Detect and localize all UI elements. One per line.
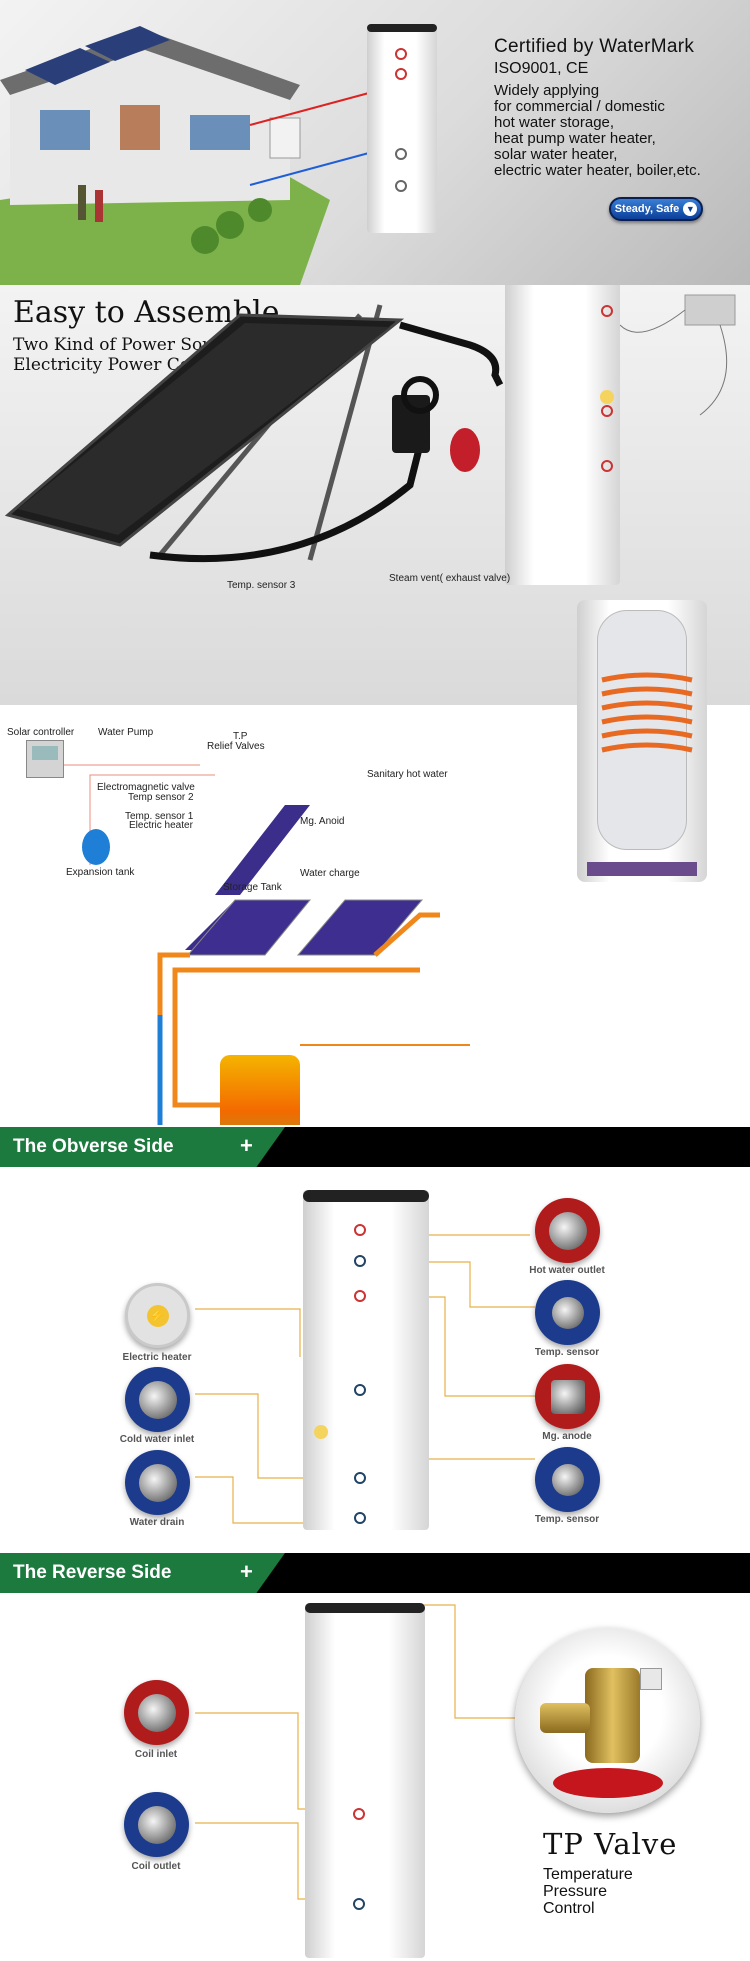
tp-line-2: Pressure <box>543 1883 608 1900</box>
label-storage-tank: Storage Tank <box>223 882 282 893</box>
expand-obverse-button[interactable]: + <box>240 1133 253 1158</box>
steady-safe-label: Steady, Safe <box>614 203 680 215</box>
coil-outlet-fitting <box>124 1792 189 1857</box>
tp-line-1: Temperature <box>543 1866 633 1883</box>
label-temp-sensor-2: Temp. sensor <box>534 1514 600 1525</box>
hero-section: Certified by WaterMark ISO9001, CE Widel… <box>0 0 750 285</box>
expand-reverse-button[interactable]: + <box>240 1559 253 1584</box>
cutaway-tank-image <box>577 600 707 882</box>
hero-line-3: hot water storage, <box>494 114 615 131</box>
assemble-tank-image <box>505 285 620 585</box>
label-expansion-tank: Expansion tank <box>66 867 135 878</box>
assemble-line-1: Two Kind of Power Sources <box>13 335 250 355</box>
label-temp-sensor-1: Temp. sensor <box>534 1347 600 1358</box>
label-water-pump: Water Pump <box>98 727 154 738</box>
label-water-drain: Water drain <box>129 1517 185 1528</box>
reverse-tank-image <box>305 1603 425 1958</box>
temp-sensor-fitting-1 <box>535 1280 600 1345</box>
storage-tank-image <box>367 24 437 233</box>
system-schematic <box>60 764 470 1125</box>
obverse-tank-image <box>303 1190 429 1530</box>
label-electric-heater-fit: Electric heater <box>122 1352 192 1363</box>
tp-valve-image <box>515 1628 700 1813</box>
steady-safe-button[interactable]: Steady, Safe ▼ <box>609 197 703 221</box>
label-coil-outlet: Coil outlet <box>131 1861 181 1872</box>
hero-line-2: for commercial / domestic <box>494 98 665 115</box>
label-hot-water-outlet: Hot water outlet <box>529 1265 605 1276</box>
hero-line-1: Widely applying <box>494 82 600 99</box>
cert-subtitle: ISO9001, CE <box>494 60 589 77</box>
solar-controller-image <box>26 740 64 778</box>
label-mg-anode: Mg. anode <box>542 1431 592 1442</box>
label-cold-water-inlet: Cold water inlet <box>119 1434 195 1445</box>
cert-title: Certified by WaterMark <box>494 36 695 57</box>
label-sanitary-hot-water: Sanitary hot water <box>367 769 448 780</box>
tp-valve-title: TP Valve <box>543 1827 678 1861</box>
label-temp-sensor-3: Temp. sensor 3 <box>227 580 296 591</box>
reverse-banner: The Reverse Side + <box>0 1553 750 1593</box>
cold-water-inlet-fitting <box>125 1367 190 1432</box>
label-solar-controller: Solar controller <box>7 727 75 738</box>
water-drain-fitting <box>125 1450 190 1515</box>
label-coil-inlet: Coil inlet <box>134 1749 178 1760</box>
label-electromagnetic-valve: Electromagnetic valve <box>97 782 195 793</box>
label-temp-sensor-2: Temp sensor 2 <box>128 792 194 803</box>
coil-graphic <box>601 672 693 753</box>
solar-kit-illustration <box>4 294 736 563</box>
chevron-down-icon: ▼ <box>683 202 698 216</box>
label-relief-valves: Relief Valves <box>207 741 265 752</box>
temp-sensor-fitting-2 <box>535 1447 600 1512</box>
label-steam-vent: Steam vent( exhaust valve) <box>389 573 511 584</box>
hero-line-4: heat pump water heater, <box>494 130 656 147</box>
label-electric-heater: Electric heater <box>129 820 193 831</box>
label-temp-sensor-1: Temp. sensor 1 <box>125 811 194 822</box>
reverse-title: The Reverse Side <box>13 1562 172 1583</box>
electric-heater-fitting: ⚡ <box>125 1283 190 1348</box>
obverse-title: The Obverse Side <box>13 1136 174 1157</box>
label-mg-anoid: Mg. Anoid <box>300 816 345 827</box>
mg-anode-fitting <box>535 1364 600 1429</box>
tp-line-3: Control <box>543 1900 595 1917</box>
lightning-icon: ⚡ <box>146 1304 169 1327</box>
hero-line-5: solar water heater, <box>494 146 618 163</box>
house-illustration <box>0 26 381 285</box>
label-tp: T.P <box>233 731 248 742</box>
schematic-section <box>0 705 750 1125</box>
obverse-banner: The Obverse Side + <box>0 1127 750 1167</box>
hot-water-outlet-fitting <box>535 1198 600 1263</box>
coil-inlet-fitting <box>124 1680 189 1745</box>
hero-line-6: electric water heater, boiler,etc. <box>494 162 701 179</box>
label-water-charge: Water charge <box>300 868 360 879</box>
